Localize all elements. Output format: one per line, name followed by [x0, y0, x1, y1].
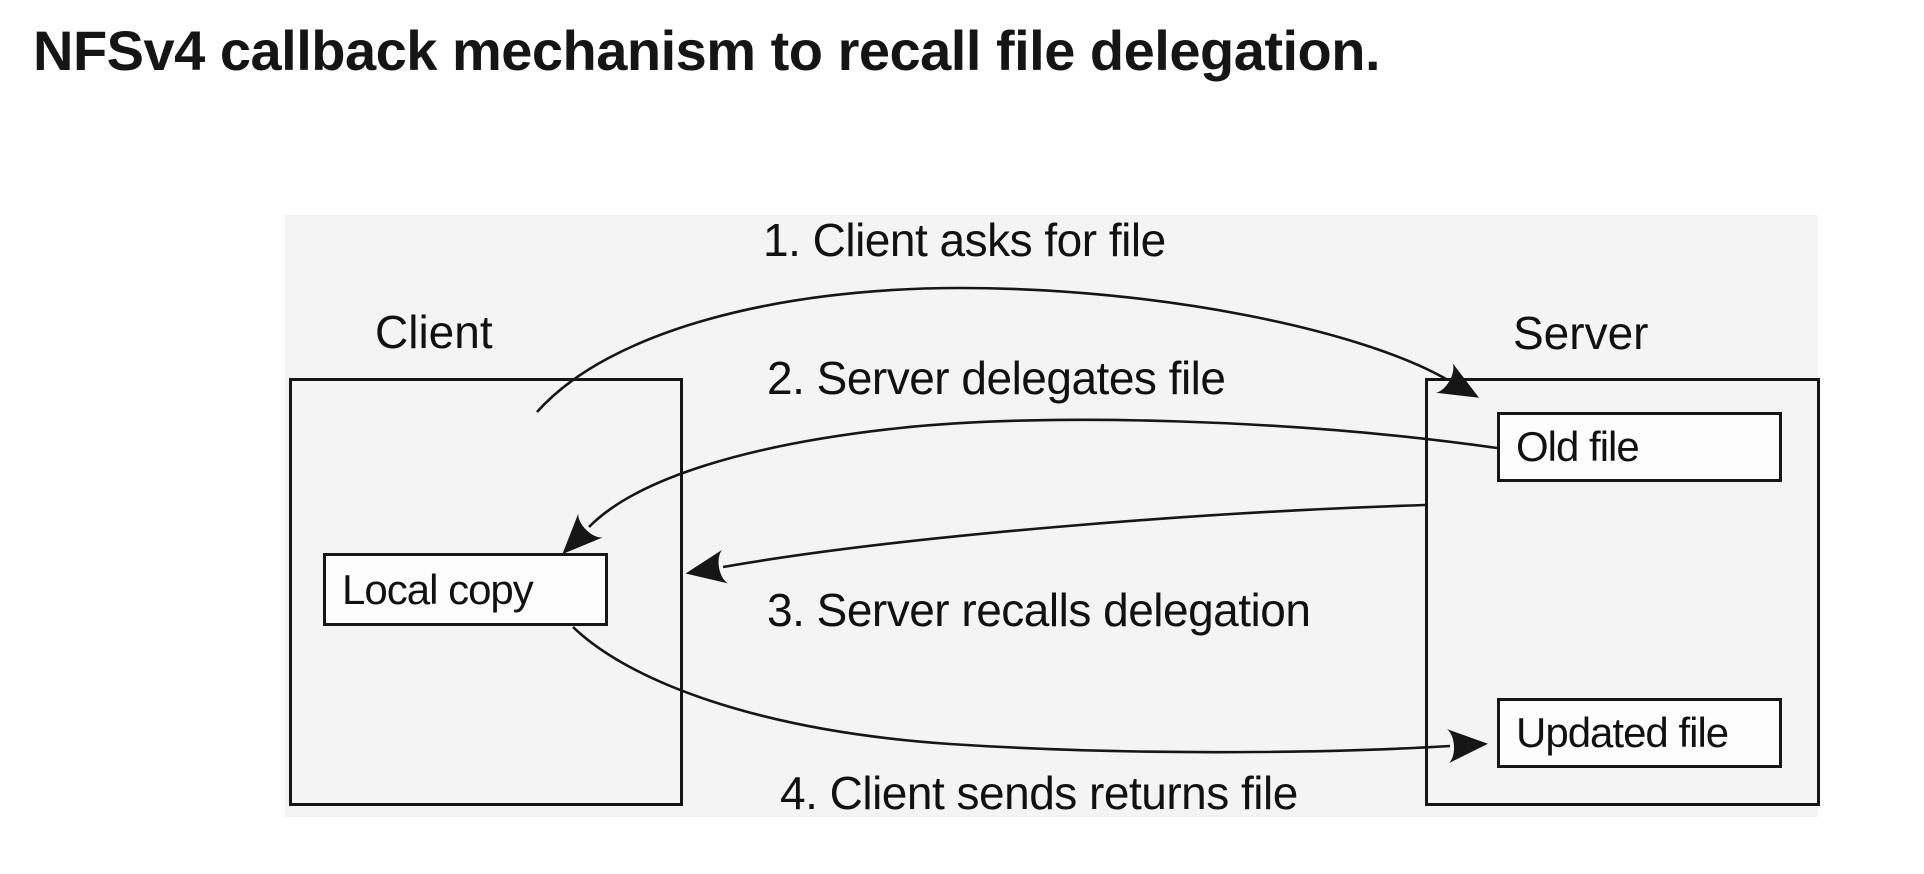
server-box [1425, 378, 1820, 806]
local-copy-box: Local copy [323, 553, 608, 626]
old-file-label: Old file [1516, 423, 1640, 470]
old-file-box: Old file [1497, 412, 1782, 482]
step-3-label: 3. Server recalls delegation [767, 584, 1311, 636]
server-label: Server [1513, 307, 1649, 359]
client-label: Client [375, 306, 493, 358]
step-4-label: 4. Client sends returns file [780, 767, 1298, 819]
step-1-label: 1. Client asks for file [763, 214, 1166, 266]
step-2-label: 2. Server delegates file [767, 352, 1226, 404]
updated-file-label: Updated file [1516, 709, 1729, 756]
local-copy-label: Local copy [342, 565, 534, 613]
updated-file-box: Updated file [1497, 698, 1782, 768]
client-box [289, 378, 683, 806]
figure-title: NFSv4 callback mechanism to recall file … [33, 19, 1381, 82]
